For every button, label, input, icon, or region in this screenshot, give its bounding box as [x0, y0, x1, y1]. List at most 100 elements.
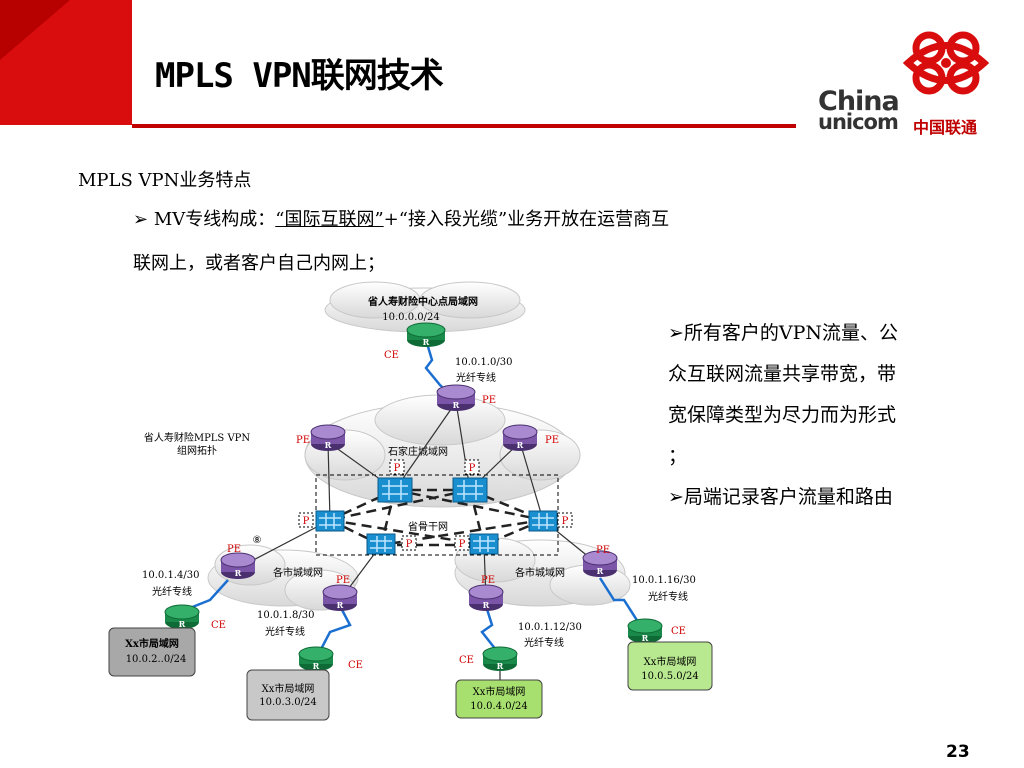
p-router-4	[528, 510, 558, 532]
router-glyph: R	[642, 633, 649, 643]
link-top-fiber: 光纤专线	[456, 371, 496, 384]
branch-lan-3-subnet: 10.0.4.0/24	[470, 701, 527, 712]
router-glyph: R	[497, 661, 504, 671]
p-router-3	[315, 510, 345, 532]
link-right-subnet: 10.0.1.16/30	[632, 575, 696, 586]
ce-router-mid-right: R	[482, 646, 518, 671]
ce-router-top: R	[406, 322, 446, 347]
branch-lan-4-subnet: 10.0.5.0/24	[641, 671, 698, 682]
knot-icon	[902, 31, 990, 95]
branch-lan-2-subnet: 10.0.3.0/24	[259, 697, 316, 708]
pe-label-mid-right: PE	[481, 575, 495, 586]
branch-lan-1: Xx市局域网 10.0.2..0/24	[108, 627, 196, 677]
router-glyph: R	[337, 600, 344, 610]
pe-router-city-right: R	[502, 424, 538, 451]
title-underline	[132, 124, 796, 128]
regional-left-label: 各市城域网	[273, 566, 323, 579]
p-label-5: P	[406, 539, 413, 550]
city-cloud-label: 石家庄城域网	[388, 445, 448, 458]
top-cloud-subnet: 10.0.0.0/24	[382, 312, 439, 323]
cloud-top	[324, 281, 526, 333]
cloud-city	[304, 394, 581, 508]
bullet-prefix: MV专线构成：	[148, 209, 276, 230]
pe-label-city-left: PE	[296, 435, 310, 446]
pe-router-right: R	[582, 550, 618, 577]
pe-label-left: PE	[227, 544, 241, 555]
ce-label-left: CE	[211, 620, 226, 631]
router-glyph: R	[179, 619, 186, 629]
router-glyph: R	[325, 440, 332, 450]
side-bullet-2: ➢局端记录客户流量和路由	[668, 486, 893, 508]
pe-router-mid-right: R	[468, 584, 504, 611]
p-label-4: P	[562, 516, 569, 527]
branch-lan-1-subnet: 10.0.2..0/24	[126, 654, 187, 665]
link-midright-fiber: 光纤专线	[524, 636, 564, 649]
link-midleft-subnet: 10.0.1.8/30	[257, 610, 314, 621]
bullet-line-2: 联网上，或者客户自己内网上；	[133, 253, 385, 274]
branch-lan-4-name: Xx市局域网	[644, 655, 697, 668]
bullet-line-1: ➢ MV专线构成：“国际互联网”+“接入段光缆”业务开放在运营商互	[133, 205, 669, 231]
ce-label-mid-right: CE	[459, 655, 474, 666]
section-heading: MPLS VPN业务特点	[78, 170, 252, 191]
ce-router-right: R	[627, 618, 663, 643]
pe-label-top: PE	[482, 395, 496, 406]
router-glyph: R	[483, 600, 490, 610]
p-label-1: P	[394, 463, 401, 474]
backbone-label: 省骨干网	[408, 520, 448, 533]
bullet-suffix: +“接入段光缆”业务开放在运营商互	[383, 209, 670, 230]
branch-lan-3-name: Xx市局域网	[473, 685, 526, 698]
link-top-subnet: 10.0.1.0/30	[455, 357, 512, 368]
china-unicom-logo: China unicom 中国联通	[808, 28, 1008, 138]
ce-label-mid-left: CE	[348, 660, 363, 671]
regional-right-label: 各市城域网	[515, 566, 565, 579]
router-glyph: R	[517, 440, 524, 450]
link-left-fiber: 光纤专线	[152, 585, 192, 598]
circled-eight: ⑧	[253, 535, 262, 546]
branch-lan-2-name: Xx市局域网	[262, 682, 315, 695]
pe-label-mid-left: PE	[336, 575, 350, 586]
router-glyph: R	[453, 400, 460, 410]
logo-unicom-text: unicom	[818, 110, 899, 134]
router-glyph: R	[423, 337, 430, 347]
corner-accent	[0, 0, 70, 60]
branch-lan-4: Xx市局域网 10.0.5.0/24	[627, 641, 713, 691]
bullet-underlined: “国际互联网”	[275, 209, 384, 230]
link-left-subnet: 10.0.1.4/30	[142, 570, 199, 581]
pe-label-city-right: PE	[545, 435, 559, 446]
p-label-2: P	[469, 463, 476, 474]
bullet-marker: ➢	[133, 209, 149, 230]
branch-lan-3: Xx市局域网 10.0.4.0/24	[455, 679, 543, 719]
link-midleft-fiber: 光纤专线	[265, 625, 305, 638]
router-glyph: R	[235, 568, 242, 578]
logo-chinese-name: 中国联通	[913, 118, 978, 137]
ce-router-mid-left: R	[298, 646, 334, 671]
pe-router-city-left: R	[310, 424, 346, 451]
branch-lan-1-name: Xx市局域网	[125, 637, 179, 650]
logo-china-text: China	[818, 86, 900, 117]
topology-caption-2: 组网拓扑	[177, 444, 217, 457]
router-glyph: R	[597, 566, 604, 576]
p-router-2	[452, 477, 488, 503]
top-cloud-name: 省人寿财险中心点局域网	[367, 295, 478, 308]
topology-caption-1: 省人寿财险MPLS VPN	[144, 431, 251, 444]
p-router-5	[366, 533, 396, 555]
side-notes: ➢所有客户的VPN流量、公众互联网流量共享带宽，带宽保障类型为尽力而为形式 ； …	[668, 313, 908, 518]
link-midright-subnet: 10.0.1.12/30	[518, 622, 582, 633]
ce-label-top: CE	[384, 350, 399, 361]
p-label-boxes	[298, 459, 573, 551]
p-router-1	[377, 477, 413, 503]
side-bullet-1: ➢所有客户的VPN流量、公众互联网流量共享带宽，带宽保障类型为尽力而为形式 ；	[668, 322, 899, 467]
router-glyph: R	[313, 661, 320, 671]
branch-lan-2: Xx市局域网 10.0.3.0/24	[246, 669, 330, 721]
p-label-3: P	[303, 516, 310, 527]
ce-label-right: CE	[671, 626, 686, 637]
pe-router-mid-left: R	[322, 584, 358, 611]
pe-router-top: R	[436, 384, 476, 411]
link-right-fiber: 光纤专线	[648, 590, 688, 603]
pe-label-right: PE	[596, 545, 610, 556]
pe-router-left: R	[220, 552, 256, 579]
p-router-6	[469, 533, 499, 555]
ce-router-left: R	[164, 604, 200, 629]
slide-title: MPLS VPN联网技术	[155, 56, 444, 96]
